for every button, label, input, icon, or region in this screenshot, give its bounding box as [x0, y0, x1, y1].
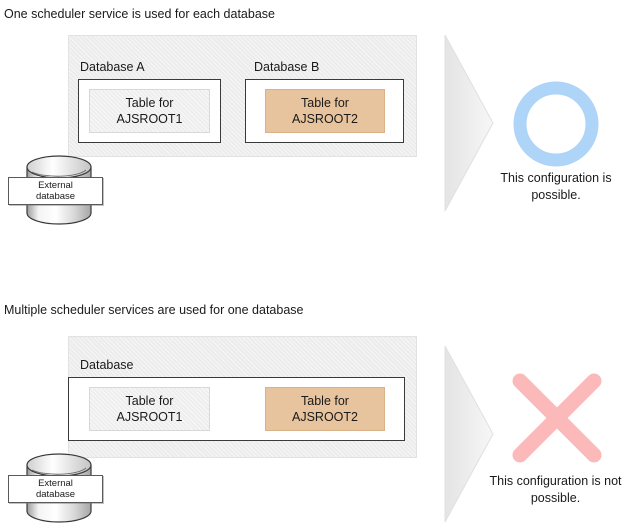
table-chip-ajsroot2-bottom: Table for AJSROOT2	[265, 387, 385, 431]
cross-ng-icon	[507, 368, 607, 473]
table-chip-line2: AJSROOT1	[116, 410, 183, 424]
database-a-label: Database A	[80, 60, 145, 74]
external-db-line1: External	[38, 180, 73, 191]
circle-ok-icon	[510, 78, 602, 175]
table-chip-ajsroot1-bottom: Table for AJSROOT1	[89, 387, 210, 431]
table-chip-line2: AJSROOT2	[292, 410, 358, 424]
external-db-line1: External	[38, 478, 73, 489]
database-label: Database	[80, 358, 134, 372]
scenario-one-scheduler-per-database: One scheduler service is used for each d…	[0, 0, 643, 264]
external-db-line2: database	[35, 489, 76, 500]
table-chip-ajsroot2-top: Table for AJSROOT2	[265, 89, 385, 133]
bottom-verdict-caption-line2: possible.	[530, 491, 581, 505]
external-database-label-bottom: External database	[8, 475, 103, 503]
table-chip-line2: AJSROOT1	[116, 112, 183, 126]
top-verdict-caption: This configuration is possible.	[476, 170, 636, 204]
table-chip-line1: Table for	[125, 394, 174, 408]
table-chip-line1: Table for	[125, 96, 174, 110]
right-arrow-icon-top	[443, 33, 495, 218]
table-chip-line1: Table for	[301, 96, 349, 110]
bottom-section-heading: Multiple scheduler services are used for…	[4, 303, 304, 317]
bottom-verdict-caption: This configuration is not possible.	[468, 473, 643, 507]
scenario-multiple-schedulers-one-database: Multiple scheduler services are used for…	[0, 296, 643, 528]
top-section-heading: One scheduler service is used for each d…	[4, 7, 275, 21]
table-chip-line1: Table for	[301, 394, 349, 408]
top-verdict-caption-line2: possible.	[531, 188, 581, 202]
database-b-label: Database B	[254, 60, 320, 74]
external-db-line2: database	[35, 191, 76, 202]
table-chip-line2: AJSROOT2	[292, 112, 358, 126]
table-chip-ajsroot1-top: Table for AJSROOT1	[89, 89, 210, 133]
right-arrow-icon-bottom	[443, 344, 495, 529]
top-verdict-caption-line1: This configuration is	[500, 171, 612, 185]
external-database-label-top: External database	[8, 177, 103, 205]
bottom-verdict-caption-line1: This configuration is not	[489, 474, 622, 488]
